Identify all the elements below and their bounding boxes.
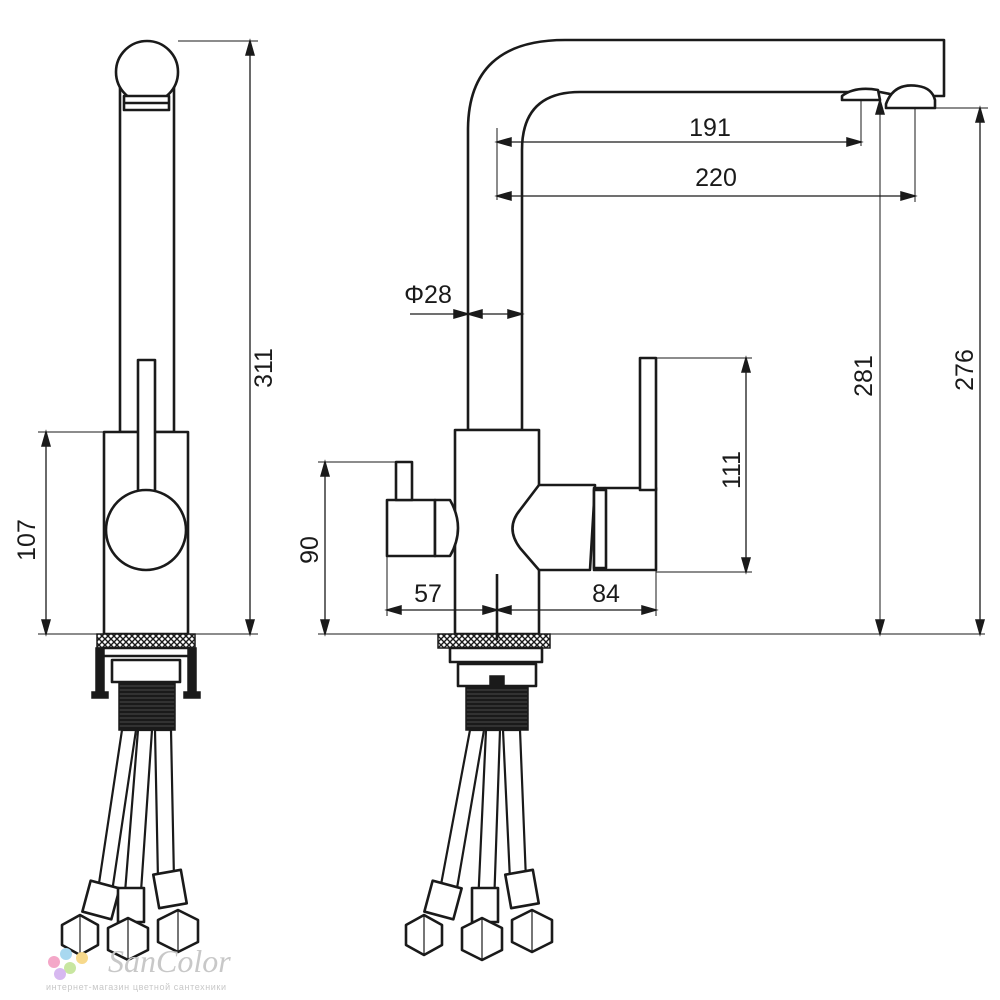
side-cartridge-cap — [104, 488, 188, 572]
dim-outer-outlet-height-label: 276 — [951, 349, 979, 391]
dim-spout-reach-outer-label: 220 — [695, 164, 737, 192]
watermark-tagline: интернет-магазин цветной сантехники — [46, 982, 227, 992]
dim-side-body-height-label: 107 — [13, 519, 41, 561]
side-base-gasket — [96, 633, 196, 649]
front-view: 191 220 Φ28 90 — [296, 38, 988, 962]
front-spout-outlet-inner — [840, 87, 882, 102]
dim-spout-reach-inner-label: 191 — [689, 114, 731, 142]
dim-right-handle-reach-label: 84 — [592, 580, 620, 608]
dim-left-handle-height: 90 — [296, 459, 396, 637]
watermark: SanColor интернет-магазин цветной сантех… — [46, 943, 231, 992]
dim-side-body-height: 107 — [13, 429, 104, 637]
dim-right-handle-height-label: 111 — [718, 451, 746, 489]
front-hoses — [404, 728, 554, 962]
dim-outer-outlet-height: 276 — [935, 105, 988, 637]
front-spout-outlet-outer — [884, 84, 937, 110]
dim-spout-reach-outer: 220 — [494, 108, 918, 202]
front-left-handle-lever — [394, 460, 414, 502]
dim-inner-outlet-height: 281 — [850, 97, 885, 637]
dim-right-handle-height: 111 — [656, 355, 752, 575]
dim-left-handle-reach-label: 57 — [414, 580, 442, 608]
side-mounting-nut — [110, 658, 182, 684]
dim-spout-diameter-label: Φ28 — [404, 281, 452, 309]
side-hoses — [60, 728, 200, 962]
front-base-gasket — [437, 633, 551, 649]
dim-side-total-height: 311 — [178, 38, 278, 637]
dim-inner-outlet-height-label: 281 — [850, 355, 878, 397]
front-threaded-shank — [465, 685, 529, 731]
dim-spout-reach-inner: 191 — [494, 100, 864, 200]
side-view: 311 107 — [13, 38, 278, 962]
dim-right-handle-reach: 84 — [494, 570, 659, 616]
front-left-handle-block — [385, 498, 437, 558]
dim-left-handle-reach: 57 — [384, 556, 500, 616]
dim-left-handle-height-label: 90 — [296, 536, 324, 564]
side-spout-top-cap — [114, 39, 180, 105]
side-lever-handle — [136, 358, 157, 502]
dim-side-total-height-label: 311 — [250, 348, 278, 388]
watermark-dots-icon — [48, 948, 88, 980]
side-threaded-shank — [118, 681, 176, 731]
front-right-handle-lever — [638, 356, 658, 492]
watermark-brand: SanColor — [108, 943, 231, 979]
front-spout — [466, 38, 946, 432]
dim-spout-diameter: Φ28 — [404, 281, 525, 319]
